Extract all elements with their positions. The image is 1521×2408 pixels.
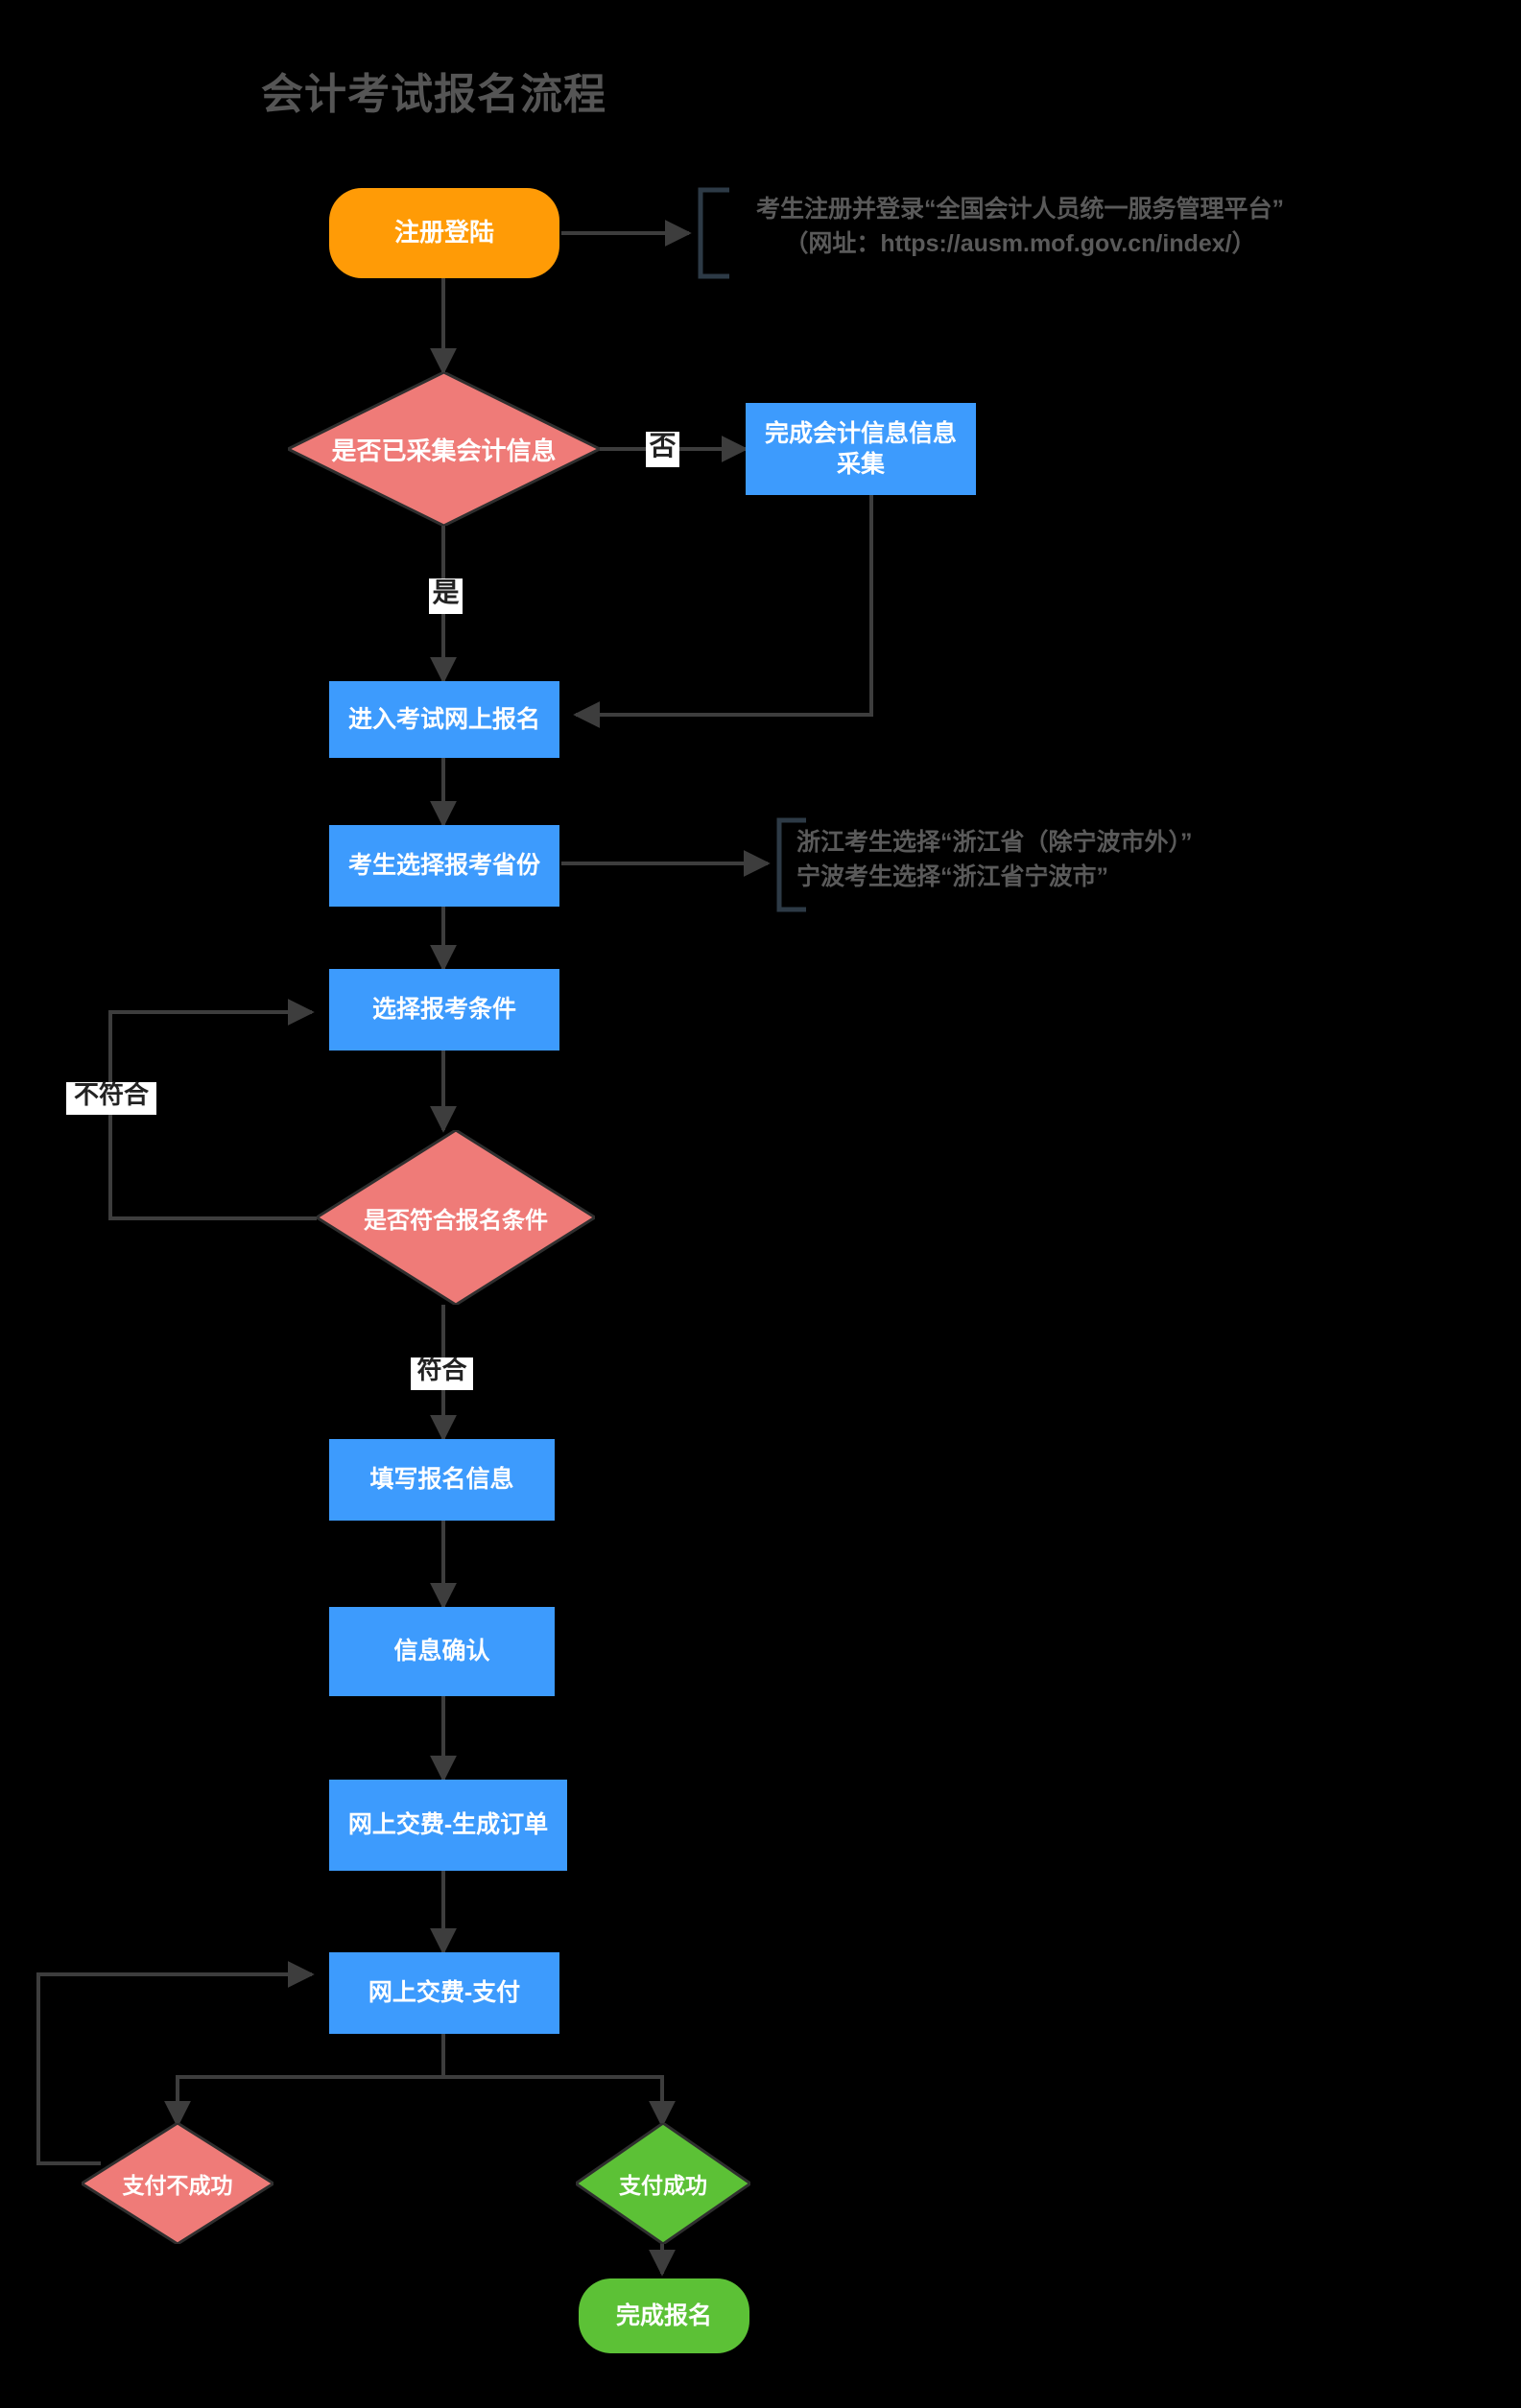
node-enter-online-registration-label: 进入考试网上报名 (347, 705, 540, 733)
node-generate-order[interactable]: 网上交费-生成订单 (329, 1780, 567, 1871)
node-enter-online-registration[interactable]: 进入考试网上报名 (329, 681, 559, 758)
node-decision-info-collected-label: 是否已采集会计信息 (331, 436, 557, 465)
node-select-exam-condition[interactable]: 选择报考条件 (329, 969, 559, 1051)
node-payment-success-label: 支付成功 (619, 2173, 707, 2198)
edge-label-no: 否 (646, 432, 679, 467)
page-title: 会计考试报名流程 (261, 71, 606, 118)
node-decision-meets-condition[interactable]: 是否符合报名条件 (317, 1130, 595, 1305)
annotation-start-note-line2: （网址：https://ausm.mof.gov.cn/index/） (784, 230, 1256, 258)
node-start[interactable]: 注册登陆 (329, 188, 559, 278)
node-registration-complete[interactable]: 完成报名 (579, 2278, 749, 2353)
annotation-province-note: 浙江考生选择“浙江省（除宁波市外）” 宁波考生选择“浙江省宁波市” (796, 825, 1193, 895)
bracket-province-note (776, 817, 806, 912)
node-decision-meets-condition-label: 是否符合报名条件 (364, 1207, 548, 1234)
diamond-shape (288, 372, 600, 526)
node-confirm-info-label: 信息确认 (393, 1638, 490, 1665)
annotation-province-note-line1: 浙江考生选择“浙江省（除宁波市外）” (796, 829, 1193, 856)
diamond-shape (317, 1130, 595, 1305)
annotation-start-note-line1: 考生注册并登录“全国会计人员统一服务管理平台” (756, 196, 1285, 223)
bracket-start-note (698, 187, 729, 279)
node-fill-registration-info[interactable]: 填写报名信息 (329, 1439, 555, 1521)
annotation-province-note-line2: 宁波考生选择“浙江省宁波市” (796, 863, 1109, 891)
node-complete-info-collection[interactable]: 完成会计信息信息 采集 (746, 403, 976, 495)
node-select-province[interactable]: 考生选择报考省份 (329, 825, 559, 907)
edge-label-not-match: 不符合 (66, 1081, 156, 1115)
node-generate-order-label: 网上交费-生成订单 (347, 1811, 549, 1839)
node-payment-failed-label: 支付不成功 (122, 2173, 233, 2198)
edge-pay-to-payfail (164, 2034, 445, 2128)
node-online-payment-label: 网上交费-支付 (368, 1979, 521, 2007)
node-complete-info-collection-line1: 完成会计信息信息 (764, 419, 957, 447)
edge-collect-to-enter (573, 494, 873, 728)
node-select-exam-condition-label: 选择报考条件 (371, 996, 516, 1024)
node-payment-success[interactable]: 支付成功 (576, 2123, 750, 2244)
node-fill-registration-info-label: 填写报名信息 (369, 1466, 514, 1494)
node-decision-info-collected[interactable]: 是否已采集会计信息 (288, 372, 600, 526)
edge-payfail-loopback (36, 1961, 315, 2165)
node-payment-failed[interactable]: 支付不成功 (82, 2123, 273, 2244)
diamond-shape (82, 2123, 273, 2244)
node-select-province-label: 考生选择报考省份 (347, 852, 540, 880)
node-confirm-info[interactable]: 信息确认 (329, 1607, 555, 1696)
annotation-start-note: 考生注册并登录“全国会计人员统一服务管理平台” （网址：https://ausm… (756, 192, 1284, 262)
edge-label-match: 符合 (411, 1357, 473, 1390)
edge-label-yes: 是 (429, 578, 463, 614)
edge-d2-loopback (108, 999, 317, 1220)
edge-pay-to-payok (443, 2075, 676, 2128)
node-start-label: 注册登陆 (393, 218, 494, 248)
diamond-shape (576, 2123, 750, 2244)
node-online-payment[interactable]: 网上交费-支付 (329, 1952, 559, 2034)
node-complete-info-collection-line2: 采集 (836, 451, 885, 478)
node-registration-complete-label: 完成报名 (615, 2302, 712, 2329)
